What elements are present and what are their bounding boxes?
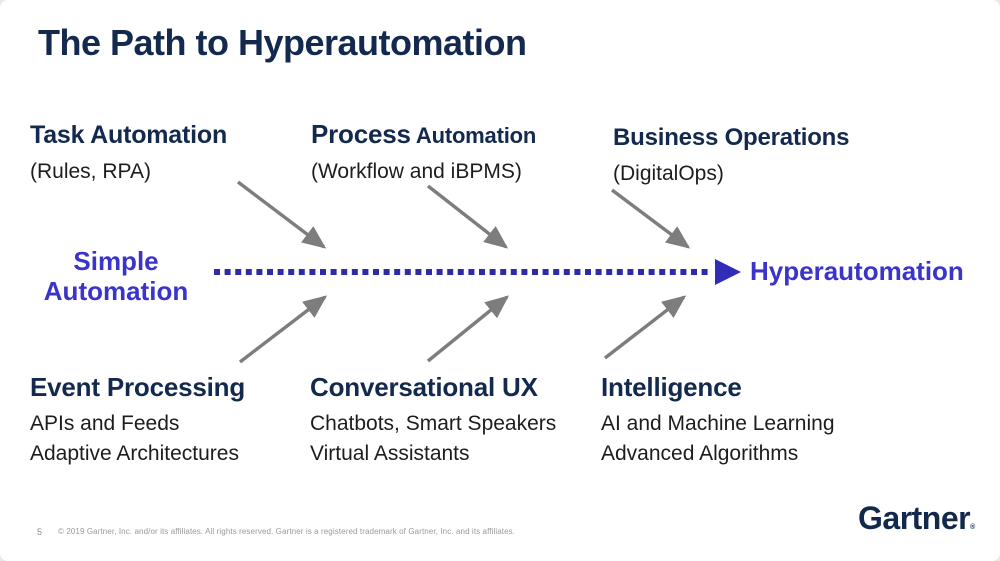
stage-conversational-ux: Conversational UX Chatbots, Smart Speake… — [310, 372, 556, 469]
stage-line: Adaptive Architectures — [30, 442, 239, 465]
arrow-intelligence-icon — [603, 295, 687, 360]
stage-heading: Process Automation — [311, 119, 536, 150]
stage-task-automation: Task Automation (Rules, RPA) — [30, 121, 227, 187]
arrow-task-automation-icon — [236, 180, 327, 249]
axis-arrowhead-icon — [715, 259, 741, 285]
axis-end-label: Hyperautomation — [750, 256, 964, 286]
stage-subtitle: (Rules, RPA) — [30, 160, 151, 183]
stage-heading-secondary: Automation — [410, 123, 537, 148]
gartner-logo: Gartner® — [858, 500, 975, 537]
registered-trademark-icon: ® — [970, 524, 975, 531]
page-number: 5 — [37, 527, 43, 537]
axis-start-line1: Simple — [73, 246, 159, 276]
gartner-logo-text: Gartner — [858, 500, 971, 536]
arrow-business-operations-icon — [610, 188, 691, 249]
stage-subtitle: (DigitalOps) — [613, 162, 724, 185]
stage-process-automation: Process Automation (Workflow and iBPMS) — [311, 119, 536, 187]
axis-start-line2: Automation — [43, 276, 189, 306]
stage-line: AI and Machine Learning — [601, 412, 835, 435]
arrow-conversational-ux-icon — [426, 295, 510, 363]
stage-heading: Conversational UX — [310, 372, 538, 402]
stage-heading: Intelligence — [601, 372, 742, 402]
stage-line: Virtual Assistants — [310, 442, 470, 465]
copyright-text: © 2019 Gartner, Inc. and/or its affiliat… — [58, 527, 516, 536]
arrow-process-automation-icon — [426, 184, 509, 249]
stage-heading: Business Operations — [613, 124, 850, 151]
stage-line: APIs and Feeds — [30, 412, 180, 435]
slide-title: The Path to Hyperautomation — [38, 22, 527, 63]
axis-start-label: Simple Automation — [28, 246, 204, 306]
stage-heading-primary: Process — [311, 119, 411, 149]
stage-line: Advanced Algorithms — [601, 442, 799, 465]
stage-line: Chatbots, Smart Speakers — [310, 412, 557, 435]
stage-event-processing: Event Processing APIs and Feeds Adaptive… — [30, 372, 245, 469]
stage-heading: Event Processing — [30, 372, 245, 402]
arrow-event-processing-icon — [238, 295, 328, 364]
stage-heading: Task Automation — [30, 121, 228, 149]
stage-intelligence: Intelligence AI and Machine Learning Adv… — [601, 372, 835, 469]
stage-subtitle: (Workflow and iBPMS) — [311, 160, 522, 183]
stage-business-operations: Business Operations (DigitalOps) — [613, 124, 849, 189]
